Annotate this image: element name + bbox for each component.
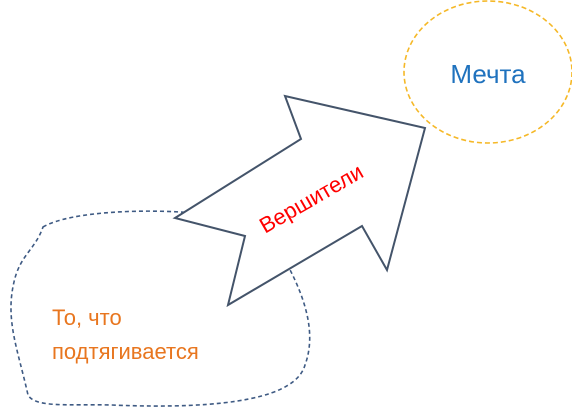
dream-label: Мечта: [450, 59, 526, 89]
dream-circle: [403, 0, 572, 144]
arrow-shape: [172, 94, 427, 308]
pulled-area-label-line2: подтягивается: [52, 339, 199, 364]
pulled-area-label-line1: То, что: [52, 305, 122, 330]
